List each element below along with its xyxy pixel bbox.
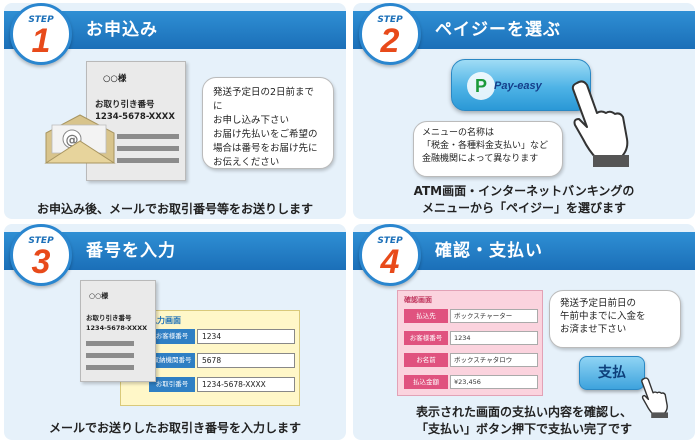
step-2-panel: ペイジーを選ぶ STEP 2 P Pay-easy メニューの名称は 「税金・各… (353, 3, 695, 219)
note-line: メニューの名称は (422, 128, 495, 138)
step-3-number: 3 (31, 243, 51, 281)
agency-number-input[interactable]: 5678 (197, 353, 295, 368)
doc-field-value: 1234-5678-XXXX (95, 112, 175, 122)
note-line: お済ませ下さい (560, 324, 627, 335)
step-2-title: ペイジーを選ぶ (435, 20, 561, 40)
customer-number-input[interactable]: 1234 (197, 329, 295, 344)
pointing-hand-icon (571, 80, 629, 167)
payee-value: ボックスチャーター (450, 309, 538, 323)
step-4-badge-label: STEP (377, 236, 403, 246)
note-line: 金融機関によって異なります (422, 154, 539, 164)
doc-field-label: お取り引き番号 (86, 314, 132, 322)
doc-line (86, 353, 134, 358)
step-3-panel: 番号を入力 STEP 3 入力画面 お客様番号 1234 収納機関番号 5678… (4, 224, 346, 440)
step-2-number: 2 (380, 22, 400, 60)
customer-number-label: お客様番号 (404, 331, 448, 345)
doc-line (117, 158, 179, 163)
step-1-badge-label: STEP (28, 15, 54, 25)
svg-text:P: P (475, 76, 487, 96)
caption-line: お申込み後、メールでお取引番号等をお送りします (36, 202, 313, 216)
step-1-caption: お申込み後、メールでお取引番号等をお送りします (4, 201, 346, 218)
confirmation-heading: 確認画面 (404, 296, 432, 304)
step-2-caption: ATM画面・インターネットバンキングの メニューから「ペイジー」を選びます (353, 183, 695, 217)
amount-value: ¥23,456 (450, 375, 538, 389)
doc-line (86, 341, 134, 346)
caption-line: 「支払い」ボタン押下で支払い完了です (415, 422, 632, 436)
step-4-badge: STEP 4 (359, 224, 421, 286)
payeasy-button[interactable]: P Pay-easy (451, 59, 591, 111)
envelope-at-icon: @ (44, 114, 116, 164)
transaction-number-label: お取引番号 (149, 377, 195, 392)
input-screen-heading: 入力画面 (149, 316, 181, 325)
caption-line: ATM画面・インターネットバンキングの (413, 184, 635, 198)
doc-name: ○○様 (89, 292, 109, 300)
step-2-note-bubble: メニューの名称は 「税金・各種料金支払い」など 金融機関によって異なります (413, 121, 563, 177)
doc-name: ○○様 (103, 74, 127, 84)
step-4-panel: 確認・支払い STEP 4 確認画面 払込先 ボックスチャーター お客様番号 1… (353, 224, 695, 440)
payee-label: 払込先 (404, 309, 448, 323)
step-4-note-bubble: 発送予定日前日の 午前中までに入金を お済ませ下さい (549, 290, 681, 348)
doc-field-value: 1234-5678-XXXX (86, 324, 148, 332)
email-document: ○○様 お取り引き番号 1234-5678-XXXX (80, 280, 156, 382)
step-4-number: 4 (380, 243, 400, 281)
pointing-hand-icon (641, 377, 668, 418)
step-1-panel: お申込み STEP 1 ○○様 お取り引き番号 1234-5678-XXXX @… (4, 3, 346, 219)
caption-line: 表示された画面の支払い内容を確認し、 (415, 405, 632, 419)
step-3-badge: STEP 3 (10, 224, 72, 286)
customer-number-label: お客様番号 (149, 329, 195, 344)
step-1-note-bubble: 発送予定日の2日前までに お申し込み下さい お届け先払いをご希望の 場合は番号を… (202, 77, 334, 169)
confirmation-screen: 確認画面 払込先 ボックスチャーター お客様番号 1234 お名前 ボックスチャ… (397, 290, 543, 396)
name-value: ボックスチャタロウ (450, 353, 538, 367)
transaction-number-input[interactable]: 1234-5678-XXXX (197, 377, 295, 392)
doc-line (117, 146, 179, 151)
caption-line: メールでお送りしたお取引き番号を入力します (48, 421, 301, 435)
agency-number-label: 収納機関番号 (149, 353, 195, 368)
doc-field-label: お取り引き番号 (95, 100, 155, 110)
note-line: 午前中までに入金を (560, 311, 646, 322)
note-line: 発送予定日前日の (560, 298, 637, 309)
step-3-caption: メールでお送りしたお取引き番号を入力します (4, 420, 346, 437)
note-line: お伝えください (213, 157, 280, 168)
note-line: お申し込み下さい (213, 115, 290, 126)
note-line: 場合は番号をお届け先に (213, 143, 318, 154)
name-label: お名前 (404, 353, 448, 367)
note-line: 発送予定日の2日前までに (213, 87, 315, 112)
step-3-title: 番号を入力 (86, 241, 176, 261)
pay-button[interactable]: 支払 (579, 356, 645, 390)
step-2-badge-label: STEP (377, 15, 403, 25)
doc-line (86, 365, 134, 370)
note-line: 「税金・各種料金支払い」など (422, 141, 549, 151)
payeasy-logo-icon: P (467, 72, 495, 100)
step-2-badge: STEP 2 (359, 3, 421, 65)
amount-label: 払込金額 (404, 375, 448, 389)
customer-number-value: 1234 (450, 331, 538, 345)
caption-line: メニューから「ペイジー」を選びます (421, 201, 626, 215)
step-1-number: 1 (31, 22, 51, 60)
payeasy-logo-text: Pay-easy (494, 80, 542, 92)
step-4-caption: 表示された画面の支払い内容を確認し、 「支払い」ボタン押下で支払い完了です (353, 404, 695, 438)
step-1-badge: STEP 1 (10, 3, 72, 65)
step-4-title: 確認・支払い (435, 241, 543, 261)
note-line: お届け先払いをご希望の (213, 129, 318, 140)
step-3-badge-label: STEP (28, 236, 54, 246)
doc-line (117, 134, 179, 139)
step-1-title: お申込み (86, 20, 158, 40)
